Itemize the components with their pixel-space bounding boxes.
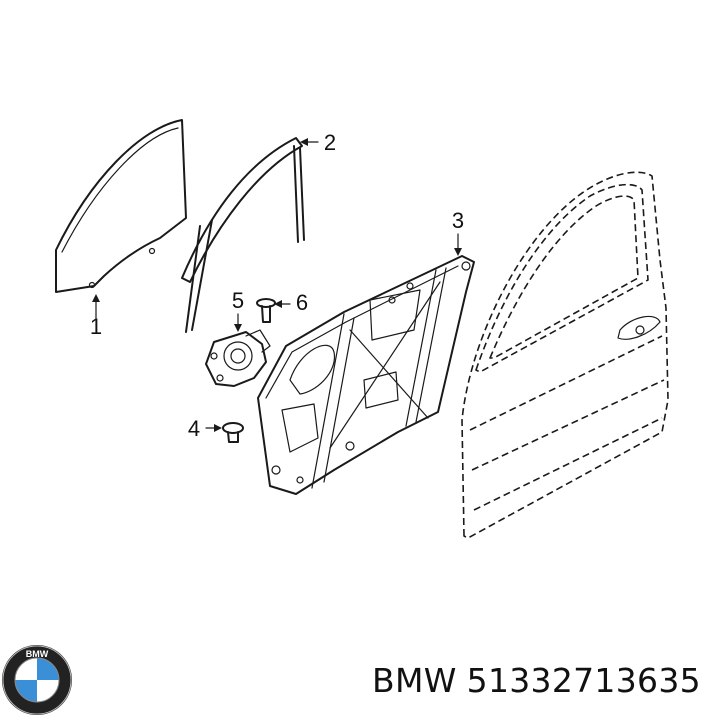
screw (256, 298, 276, 323)
callout-4: 4 (188, 416, 200, 441)
callout-2: 2 (324, 130, 336, 155)
callout-5: 5 (232, 288, 244, 313)
bmw-logo: BMW (2, 645, 72, 715)
window-guide-rail (181, 137, 305, 333)
callout-1: 1 (90, 314, 102, 339)
window-motor (205, 329, 271, 387)
window-regulator (257, 255, 475, 495)
brand-name: BMW (372, 661, 457, 700)
window-glass (55, 119, 187, 293)
bolt (222, 422, 244, 443)
callout-6: 6 (296, 290, 308, 315)
leader-lines (92, 138, 462, 432)
callout-3: 3 (452, 208, 464, 233)
door-shell (461, 171, 669, 539)
part-number: 51332713635 (466, 661, 701, 700)
logo-lettering: BMW (26, 649, 49, 659)
